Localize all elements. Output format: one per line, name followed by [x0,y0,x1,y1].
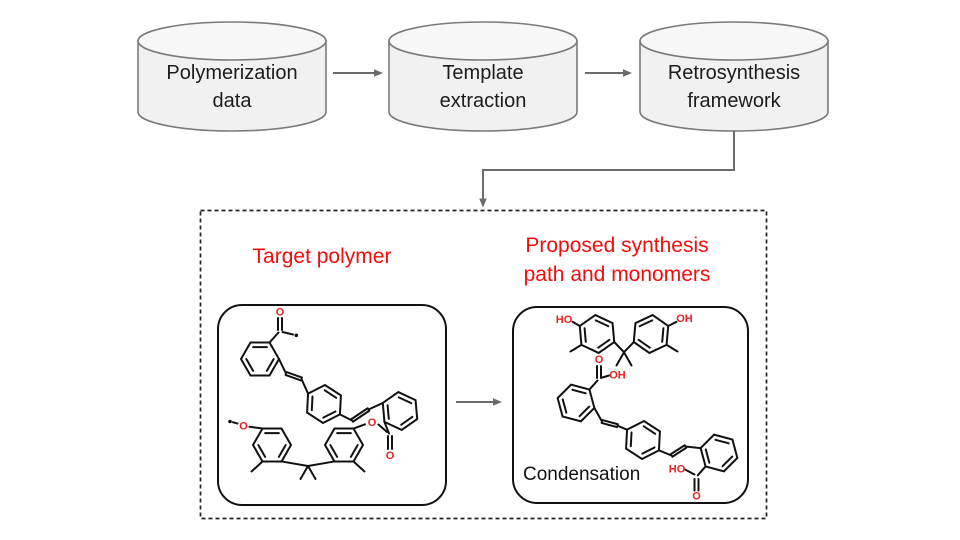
atom-label-O: O [368,417,377,429]
arrowhead-icon [623,69,632,77]
monomers-structure: HO OH O OH [523,310,743,503]
vinylene-bonds [278,358,310,395]
target-polymer-box [217,304,447,506]
cylinder-label-line1: Template [442,62,523,84]
flow-arrow-1 [333,69,383,77]
polymer-attachment-dot [228,419,232,424]
atom-label-O: O [276,307,285,319]
atom-label-OH: OH [609,370,626,382]
acyl-group-bonds [268,317,299,344]
flow-arrow-2 [585,69,632,77]
retro-arrow [456,398,502,406]
monomers-box [512,306,749,504]
cylinder-label-line1: Retrosynthesis [668,62,800,84]
cylinder-label-line2: extraction [440,90,527,112]
right-panel-title-line1: Proposed synthesis [525,234,708,257]
vinylene-bonds [593,406,629,431]
carboxyl-group-bonds [588,365,610,391]
reaction-type-label: Condensation [523,464,640,485]
cylinder-label-line1: Polymerization [166,62,297,84]
cylinder-top [137,21,327,61]
atom-label-O: O [692,491,701,503]
bisphenol-monomer-bonds [569,320,679,367]
dashed-panel [199,209,768,520]
bisphenol-bonds [228,419,366,480]
atom-label-HO: HO [669,464,686,476]
cylinder-top [388,21,578,61]
arrowhead-icon [493,398,502,406]
cylinder-top [639,21,829,61]
atom-label-O: O [386,450,395,462]
pipeline-row: Polymerization data Template extraction … [137,21,829,132]
vinylene-bonds [657,444,702,458]
polymer-attachment-dot [294,333,299,338]
cylinder-label-line2: data [213,90,253,112]
right-panel-title-line2: path and monomers [524,263,711,286]
atom-label-HO: HO [556,314,573,326]
atom-label-OH: OH [676,313,693,325]
vinylene-bonds [338,402,384,423]
target-polymer-structure: O O O [228,307,426,480]
atom-label-O: O [595,354,604,366]
cylinder-label-line2: framework [687,90,781,112]
db-cylinder-template-extraction: Template extraction [388,21,578,132]
atom-label-O: O [239,420,248,432]
elbow-connector [479,131,735,208]
db-cylinder-retrosynthesis-framework: Retrosynthesis framework [639,21,829,132]
carboxyl-group-bonds [684,465,707,492]
arrowhead-icon [374,69,383,77]
left-panel-title: Target polymer [253,245,392,268]
arrowhead-icon [479,198,487,208]
db-cylinder-polymerization-data: Polymerization data [137,21,327,132]
ester-bonds [352,420,393,450]
